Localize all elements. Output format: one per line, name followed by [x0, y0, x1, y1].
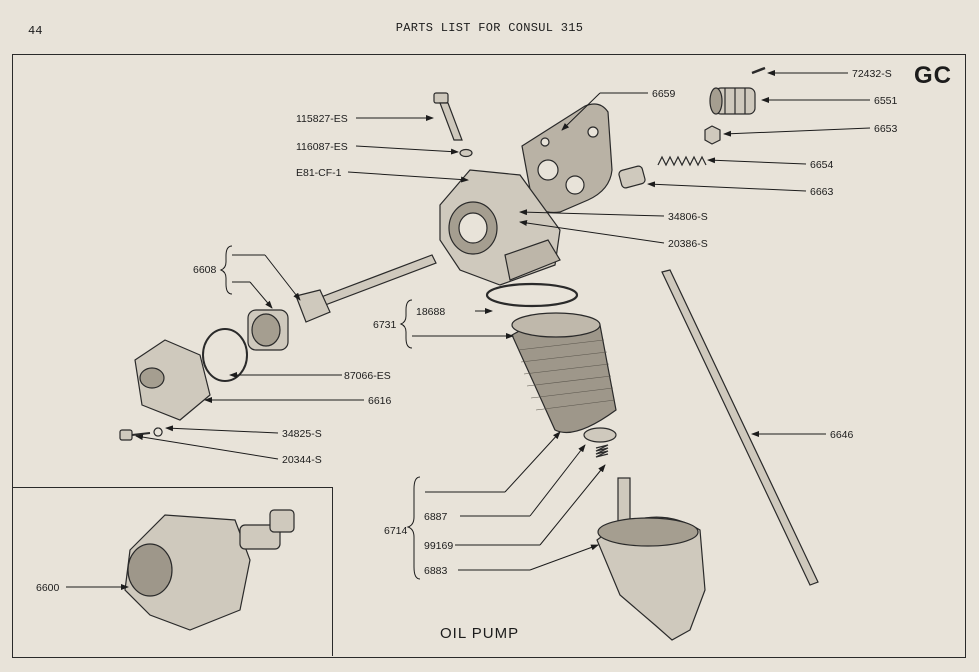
filter-bowl-illustration [596, 477, 706, 641]
o-ring-illustration [202, 328, 248, 382]
diagram-caption: OIL PUMP [440, 625, 520, 642]
pin-illustration [751, 66, 766, 75]
plunger-illustration [618, 165, 646, 189]
section-code: GC [914, 62, 952, 89]
lock-washer-illustration [153, 427, 163, 437]
pump-cover-illustration [134, 339, 211, 421]
label-72432-S: 72432-S [852, 68, 892, 80]
label-6653: 6653 [874, 123, 898, 135]
label-6608: 6608 [193, 264, 217, 276]
spring-illustration [657, 155, 707, 167]
valve-spring-illustration [595, 444, 609, 458]
page-number: 44 [28, 24, 43, 38]
label-E81-CF-1: E81-CF-1 [296, 167, 342, 179]
drive-gear-illustration [709, 87, 756, 115]
screw-illustration [119, 429, 133, 441]
label-116087-ES: 116087-ES [296, 141, 348, 153]
pump-body-illustration [439, 169, 561, 286]
label-6654: 6654 [810, 159, 834, 171]
nut-illustration [704, 125, 721, 145]
label-6887: 6887 [424, 511, 448, 523]
rotor-illustration [247, 309, 289, 351]
page-header-title: PARTS LIST FOR CONSUL 315 [395, 21, 584, 35]
assembled-pump-illustration [124, 509, 295, 631]
assembled-pump-inset [12, 487, 333, 656]
label-87066-ES: 87066-ES [344, 370, 391, 382]
washer-illustration [459, 148, 473, 158]
label-6714: 6714 [384, 525, 408, 537]
label-6646: 6646 [830, 429, 854, 441]
support-rod-illustration [661, 269, 819, 586]
label-6731: 6731 [373, 319, 397, 331]
label-6663: 6663 [810, 186, 834, 198]
label-6551: 6551 [874, 95, 898, 107]
label-6600: 6600 [36, 582, 60, 594]
label-34806-S: 34806-S [668, 211, 708, 223]
label-115827-ES: 115827-ES [296, 113, 348, 125]
label-34825-S: 34825-S [282, 428, 322, 440]
label-6616: 6616 [368, 395, 392, 407]
bolt-illustration [433, 92, 463, 141]
diagram-frame [12, 54, 966, 658]
label-6659: 6659 [652, 88, 676, 100]
pump-shaft-illustration [295, 254, 437, 323]
label-20386-S: 20386-S [668, 238, 708, 250]
label-6883: 6883 [424, 565, 448, 577]
filter-element-illustration [511, 312, 617, 434]
label-20344-S: 20344-S [282, 454, 322, 466]
relief-valve-illustration [583, 427, 617, 443]
label-99169: 99169 [424, 540, 453, 552]
sealing-ring-illustration [485, 282, 579, 308]
label-18688: 18688 [416, 306, 445, 318]
